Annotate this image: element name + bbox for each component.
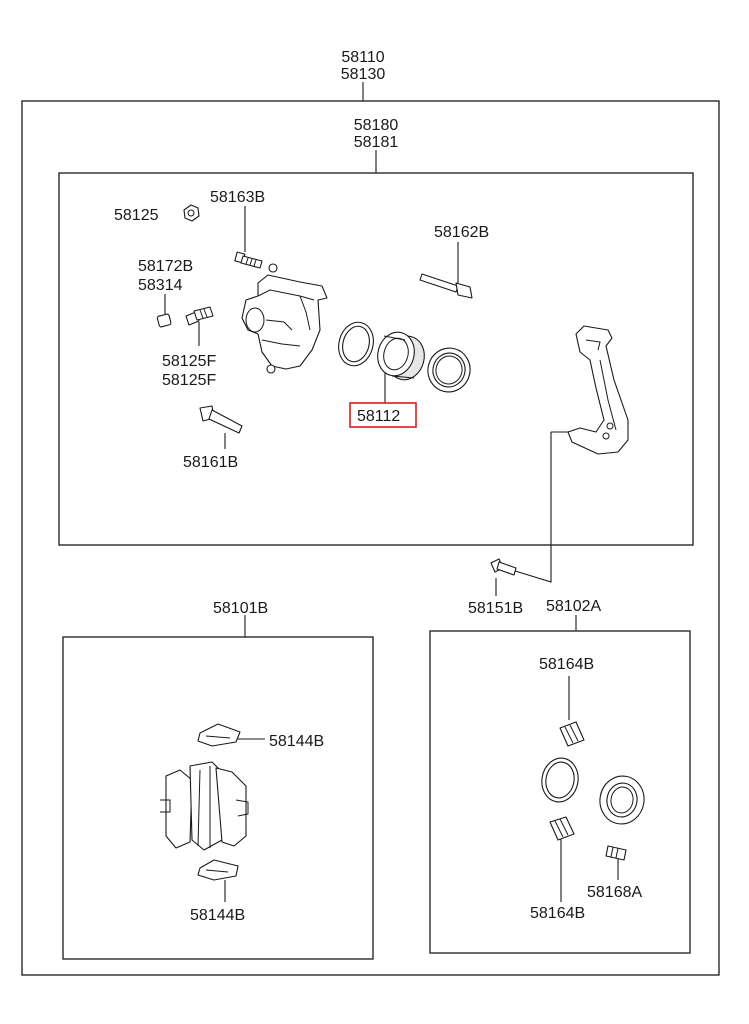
seal-ring-icon [541, 757, 579, 803]
label-58112[interactable]: 58112 [357, 408, 400, 425]
bleeder-cap-icon [156, 313, 172, 328]
label-58144b-top[interactable]: 58144B [269, 733, 324, 750]
label-58125f-a[interactable]: 58125F [162, 353, 216, 370]
pad-clip-bottom-icon [197, 859, 239, 881]
bleeder-bolt-icon [234, 251, 263, 269]
label-58181[interactable]: 58181 [354, 134, 399, 151]
label-58180[interactable]: 58180 [354, 117, 399, 134]
pad-clip-top-icon [197, 723, 241, 747]
label-58164b-bottom[interactable]: 58164B [530, 905, 585, 922]
piston-seal-icon [338, 321, 374, 367]
label-58125f-b[interactable]: 58125F [162, 372, 216, 389]
bleeder-screw-icon [185, 306, 214, 326]
piston-boot-icon [599, 775, 645, 825]
pad-kit-frame [62, 636, 374, 960]
label-58164b-top[interactable]: 58164B [539, 656, 594, 673]
leader-carrier-bolt [511, 432, 552, 583]
label-58163b[interactable]: 58163B [210, 189, 265, 206]
label-58110[interactable]: 58110 [341, 49, 384, 66]
label-58161b[interactable]: 58161B [183, 454, 238, 471]
label-58102a[interactable]: 58102A [546, 598, 601, 615]
dust-boot-icon [427, 347, 471, 393]
guide-pin-bolt-icon [199, 405, 243, 434]
label-58172b[interactable]: 58172B [138, 258, 193, 275]
label-58125[interactable]: 58125 [114, 207, 159, 224]
outer-assembly-frame [21, 100, 720, 976]
guide-boot-top-icon [559, 721, 585, 747]
piston-icon [377, 331, 425, 381]
carrier-kit-frame [429, 630, 691, 954]
bushing-icon [605, 845, 627, 861]
carrier-bracket-icon [567, 325, 629, 455]
brake-pads-icon [160, 761, 249, 851]
guide-pin-icon [419, 273, 473, 299]
label-58101b[interactable]: 58101B [213, 600, 268, 617]
label-58151b[interactable]: 58151B [468, 600, 523, 617]
guide-boot-bottom-icon [549, 816, 575, 841]
nut-icon [183, 204, 200, 222]
label-58314[interactable]: 58314 [138, 277, 183, 294]
label-58144b-bottom[interactable]: 58144B [190, 907, 245, 924]
carrier-bolt-icon [490, 558, 517, 576]
highlight-box [349, 402, 417, 428]
label-58162b[interactable]: 58162B [434, 224, 489, 241]
label-58130[interactable]: 58130 [341, 66, 386, 83]
caliper-housing-icon [241, 263, 328, 374]
label-58168a[interactable]: 58168A [587, 884, 642, 901]
